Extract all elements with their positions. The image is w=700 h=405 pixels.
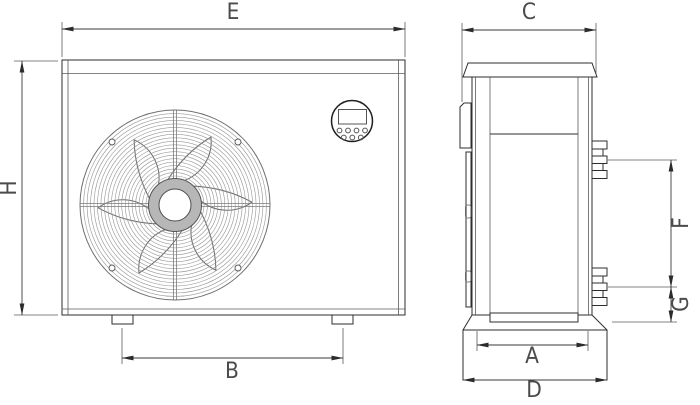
base-slope-right [591, 314, 608, 331]
side-view [459, 62, 608, 381]
dimension-label-e: E [226, 0, 240, 25]
side-bracket [459, 102, 472, 149]
side-coil-strip [465, 151, 472, 308]
dimension-label-c: C [521, 0, 537, 25]
dimension-label-f: F [669, 217, 694, 229]
strip-clip-upper [465, 204, 472, 219]
dimension-label-b: B [225, 359, 239, 384]
pipe-fitting-upper [591, 140, 608, 179]
control-buttons [336, 127, 368, 141]
dimension-label-a: A [525, 344, 539, 369]
dimension-label-h: H [0, 180, 22, 195]
fan-rings [83, 113, 267, 297]
front-view [61, 59, 406, 325]
strip-clip-lower [465, 270, 472, 283]
front-cabinet [61, 59, 406, 316]
side-bottom-panel [489, 312, 579, 323]
front-foot-right [331, 314, 354, 325]
pipe-fitting-lower [591, 267, 608, 306]
dimensions [14, 22, 677, 383]
fan-grille-rim [79, 109, 271, 301]
side-top-cap [462, 62, 598, 78]
fan-hub-center [158, 188, 192, 222]
base-slope-left [462, 314, 473, 331]
control-panel-bezel [330, 99, 374, 143]
dimension-label-g: G [669, 296, 694, 312]
control-display [338, 109, 367, 125]
front-foot-left [111, 314, 134, 325]
control-panel [330, 99, 374, 143]
dimension-label-d: D [526, 378, 542, 403]
grille-screws [108, 138, 242, 272]
